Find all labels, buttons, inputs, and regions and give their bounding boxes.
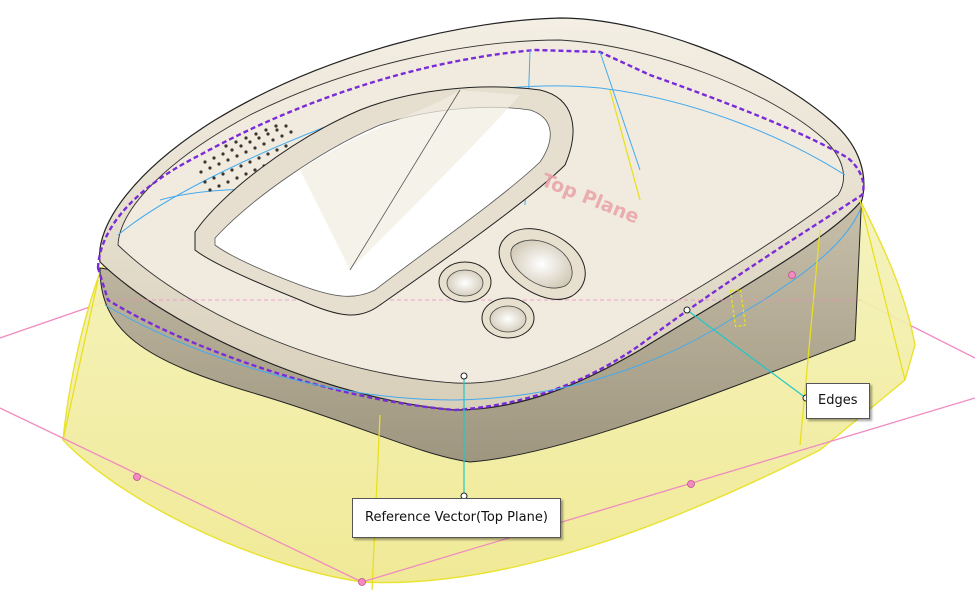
direction-indicator <box>729 288 747 328</box>
display-recess[interactable] <box>194 86 574 316</box>
control-buttons[interactable] <box>438 228 586 339</box>
selected-parting-edges[interactable] <box>96 48 865 412</box>
edges-callout[interactable]: Edges <box>806 383 870 419</box>
top-plane-outline-front <box>0 299 975 583</box>
plane-handle-points[interactable] <box>133 264 796 586</box>
callout-anchor-points <box>460 306 810 500</box>
edges-callout-label: Edges <box>818 393 858 408</box>
callout-leaders <box>463 309 807 496</box>
reference-vector-callout-label: Reference Vector(Top Plane) <box>365 510 548 525</box>
reference-vector-callout[interactable]: Reference Vector(Top Plane) <box>352 498 561 538</box>
